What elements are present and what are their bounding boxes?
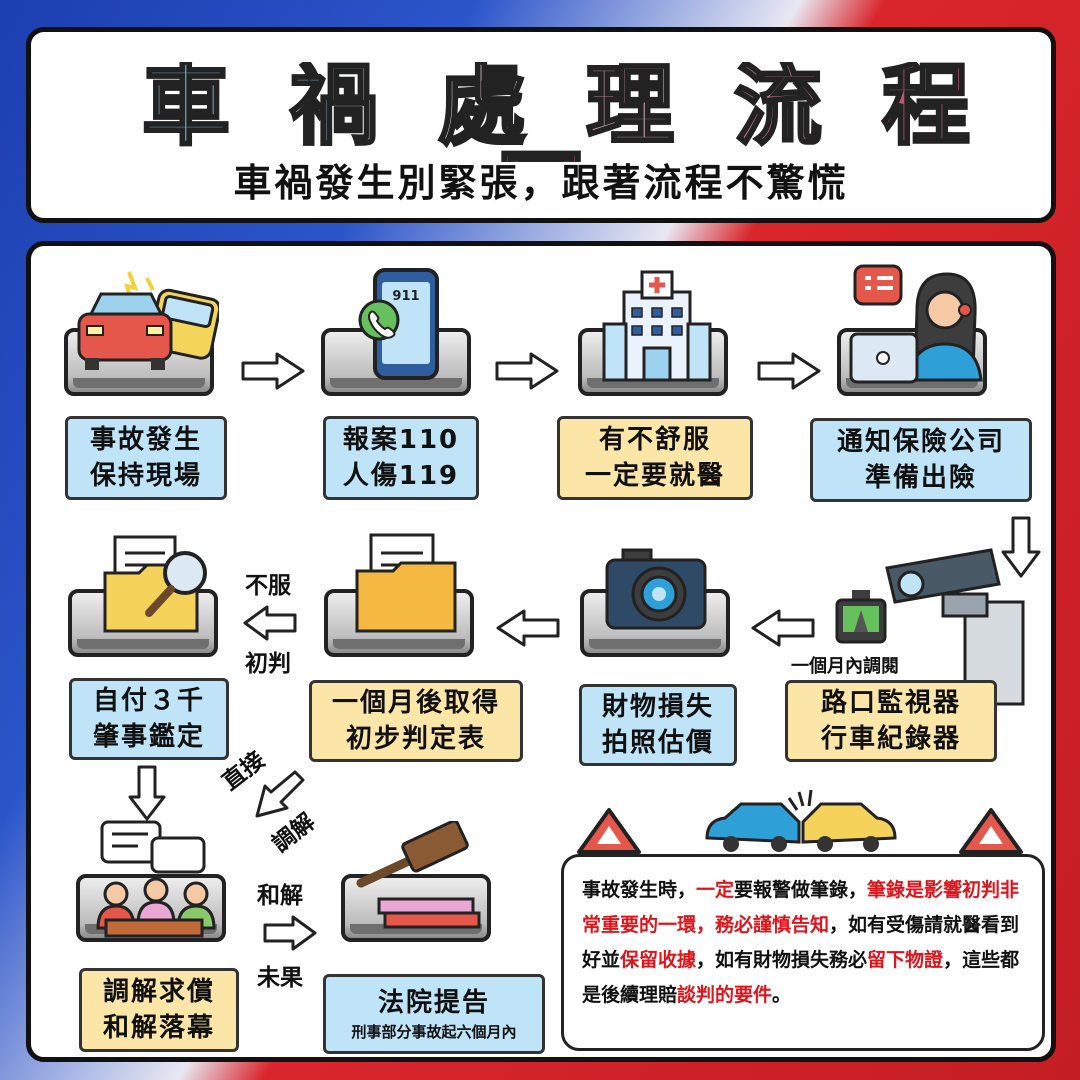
arrow-down-icon (1001, 516, 1041, 578)
step-report-police: 報案110 人傷119 (323, 416, 479, 500)
tip-note: 事故發生時，一定要報警做筆錄，筆錄是影響初判非常重要的一環，務必謹慎告知，如有受… (561, 854, 1045, 1051)
step-accident-appraisal: 自付３千肇事鑑定 (69, 678, 229, 760)
step-seek-medical: 有不舒服一定要就醫 (557, 416, 753, 500)
note-text: 要報警做筆錄， (734, 879, 868, 901)
title-char: 禍 (288, 62, 408, 157)
step-label: 報案110 (342, 425, 460, 455)
call-center-agent-icon (849, 264, 983, 384)
step-mediation-settlement: 調解求償和解落幕 (79, 968, 239, 1052)
dashcam-icon (835, 590, 887, 644)
step-property-loss: 財物損失拍照估價 (579, 684, 737, 766)
car-crash-icon (705, 789, 897, 852)
step-label: 財物損失 (601, 692, 714, 722)
hospital-icon (602, 270, 712, 382)
search-folder-icon (103, 535, 207, 633)
warning-triangle-icon (959, 808, 1023, 854)
step-label: 有不舒服 (598, 425, 711, 455)
note-highlight: 談判的要件 (677, 984, 773, 1006)
step-court-lawsuit: 法院提告刑事部分事故起六個月內 (323, 974, 545, 1054)
mediation-meeting-icon (96, 820, 216, 938)
note-highlight: 留下物證 (867, 949, 944, 971)
arrow-left-icon (751, 609, 815, 647)
step-label: 行車紀錄器 (820, 724, 961, 754)
arrow-left-icon (496, 609, 560, 647)
camera-icon (605, 548, 707, 630)
step-sublabel: 刑事部分事故起六個月內 (351, 1023, 517, 1041)
warning-triangle-icon (577, 808, 641, 854)
note-text: 。 (772, 984, 792, 1006)
header-panel: 車禍處理流程圖 車禍發生別緊張，跟著流程不驚慌 (26, 27, 1056, 223)
annotation-failed: 未果 (257, 965, 303, 991)
title-char: 理 (584, 62, 705, 157)
note-text: ，這些都是後續理賠 (582, 949, 1020, 1006)
gavel-icon (356, 821, 481, 929)
arrow-right-icon (495, 352, 559, 390)
annotation-settle: 和解 (257, 883, 303, 909)
step-label: 通知保險公司 (836, 427, 1005, 457)
step-label: 人傷119 (342, 461, 460, 491)
step-cctv-dashcam: 路口監視器行車紀錄器 (785, 680, 997, 762)
title-char: 處 (436, 62, 556, 157)
title-char: 車 (140, 62, 260, 157)
arrow-right-icon (757, 352, 821, 390)
step-label: 調解求償 (102, 977, 215, 1007)
annotation-within-month: 一個月內調閱 (791, 656, 899, 677)
arrow-right-icon (263, 915, 317, 951)
phone-call-icon: 911 (358, 268, 439, 380)
note-text: 事故發生時， (582, 879, 697, 901)
step-label: 事故發生 (89, 425, 202, 455)
title-char: 程 (881, 62, 1001, 157)
step-label: 自付３千 (92, 686, 205, 716)
step-accident-occurs: 事故發生保持現場 (65, 416, 227, 500)
annotation-first-judgement: 初判 (245, 651, 291, 677)
document-folder-icon (355, 533, 457, 633)
step-label: 保持現場 (89, 461, 202, 491)
step-label: 拍照估價 (601, 728, 714, 758)
cctv-camera-icon (885, 548, 1025, 706)
step-label: 路口監視器 (820, 688, 961, 718)
step-label: 法院提告 (377, 988, 490, 1018)
page-title: 車禍處理流程圖 (31, 62, 1051, 162)
car-crash-icon (77, 271, 219, 370)
arrow-down-icon (128, 765, 166, 821)
note-highlight: 保留收據 (620, 949, 697, 971)
note-highlight: 筆錄是影響初判非常重要的一環，務必謹慎告知 (582, 879, 1020, 936)
step-label: 一個月後取得 (331, 688, 500, 718)
step-notify-insurance: 通知保險公司準備出險 (810, 418, 1032, 502)
note-text: ，如有財物損失務必 (696, 949, 868, 971)
note-text: ，如有受傷請就醫看到好並 (582, 914, 1020, 971)
arrow-down-left-icon (255, 770, 305, 818)
subtitle: 車禍發生別緊張，跟著流程不驚慌 (233, 161, 849, 205)
step-get-judgement-form: 一個月後取得初步判定表 (309, 680, 523, 762)
annotation-not-accept: 不服 (245, 573, 291, 599)
arrow-right-icon (241, 352, 305, 390)
title-char: 圖 (467, 148, 615, 162)
phone-number: 911 (392, 289, 419, 304)
flow-panel: 911 事故發生保持現場 報案110 人傷119 有不舒服一定要就醫 (26, 241, 1056, 1062)
step-label: 和解落幕 (102, 1013, 215, 1043)
title-char: 流 (733, 62, 853, 157)
note-highlight: 一定 (696, 879, 735, 901)
step-label: 肇事鑑定 (92, 722, 205, 752)
arrow-left-icon (243, 605, 297, 641)
step-label: 準備出險 (864, 463, 977, 493)
step-label: 一定要就醫 (584, 461, 725, 491)
step-label: 初步判定表 (345, 724, 486, 754)
